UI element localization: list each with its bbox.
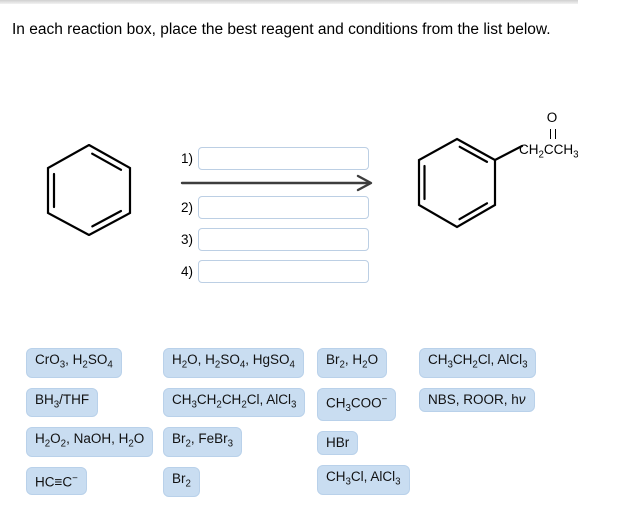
step-number-3: 3) xyxy=(181,232,194,247)
reaction-step-input-3[interactable] xyxy=(198,228,369,251)
product-side-chain-label: CH2CCH3 xyxy=(519,142,579,161)
reagent-chip[interactable]: H2O, H2SO4, HgSO4 xyxy=(163,348,304,378)
reagent-chip[interactable]: HC≡C− xyxy=(26,467,87,495)
reagent-chip[interactable]: CH3Cl, AlCl3 xyxy=(317,464,410,495)
carbonyl-double-bond xyxy=(550,129,556,139)
top-edge-divider xyxy=(0,0,578,4)
reagent-chip[interactable]: HBr xyxy=(317,430,359,455)
question-title: In each reaction box, place the best rea… xyxy=(12,21,551,38)
reagent-chip[interactable]: Br2, FeBr3 xyxy=(163,427,243,458)
reactant-benzene-ring xyxy=(46,144,132,236)
reaction-arrow xyxy=(180,174,373,192)
reagent-chip[interactable]: CrO3, H2SO4 xyxy=(26,348,122,378)
reagent-chip[interactable]: NBS, ROOR, hν xyxy=(419,387,535,412)
product-benzene-ring xyxy=(417,137,524,229)
reaction-step-input-4[interactable] xyxy=(198,260,369,283)
reagent-chip[interactable]: Br2, H2O xyxy=(317,348,388,378)
reagent-chip[interactable]: CH3CH2CH2Cl, AlCl3 xyxy=(163,387,306,418)
reaction-step-input-2[interactable] xyxy=(198,196,369,219)
step-number-2: 2) xyxy=(181,200,194,215)
step-number-4: 4) xyxy=(181,264,194,279)
reagent-chip[interactable]: Br2 xyxy=(163,467,200,497)
step-number-1: 1) xyxy=(181,151,194,166)
reagent-chip[interactable]: CH3CH2Cl, AlCl3 xyxy=(419,348,537,378)
reagent-chip[interactable]: H2O2, NaOH, H2O xyxy=(26,427,154,458)
reagent-chip[interactable]: CH3COO− xyxy=(317,387,397,421)
carbonyl-oxygen-label: O xyxy=(546,110,558,125)
reagent-chip[interactable]: BH3/THF xyxy=(26,387,99,418)
reaction-step-input-1[interactable] xyxy=(198,147,369,170)
